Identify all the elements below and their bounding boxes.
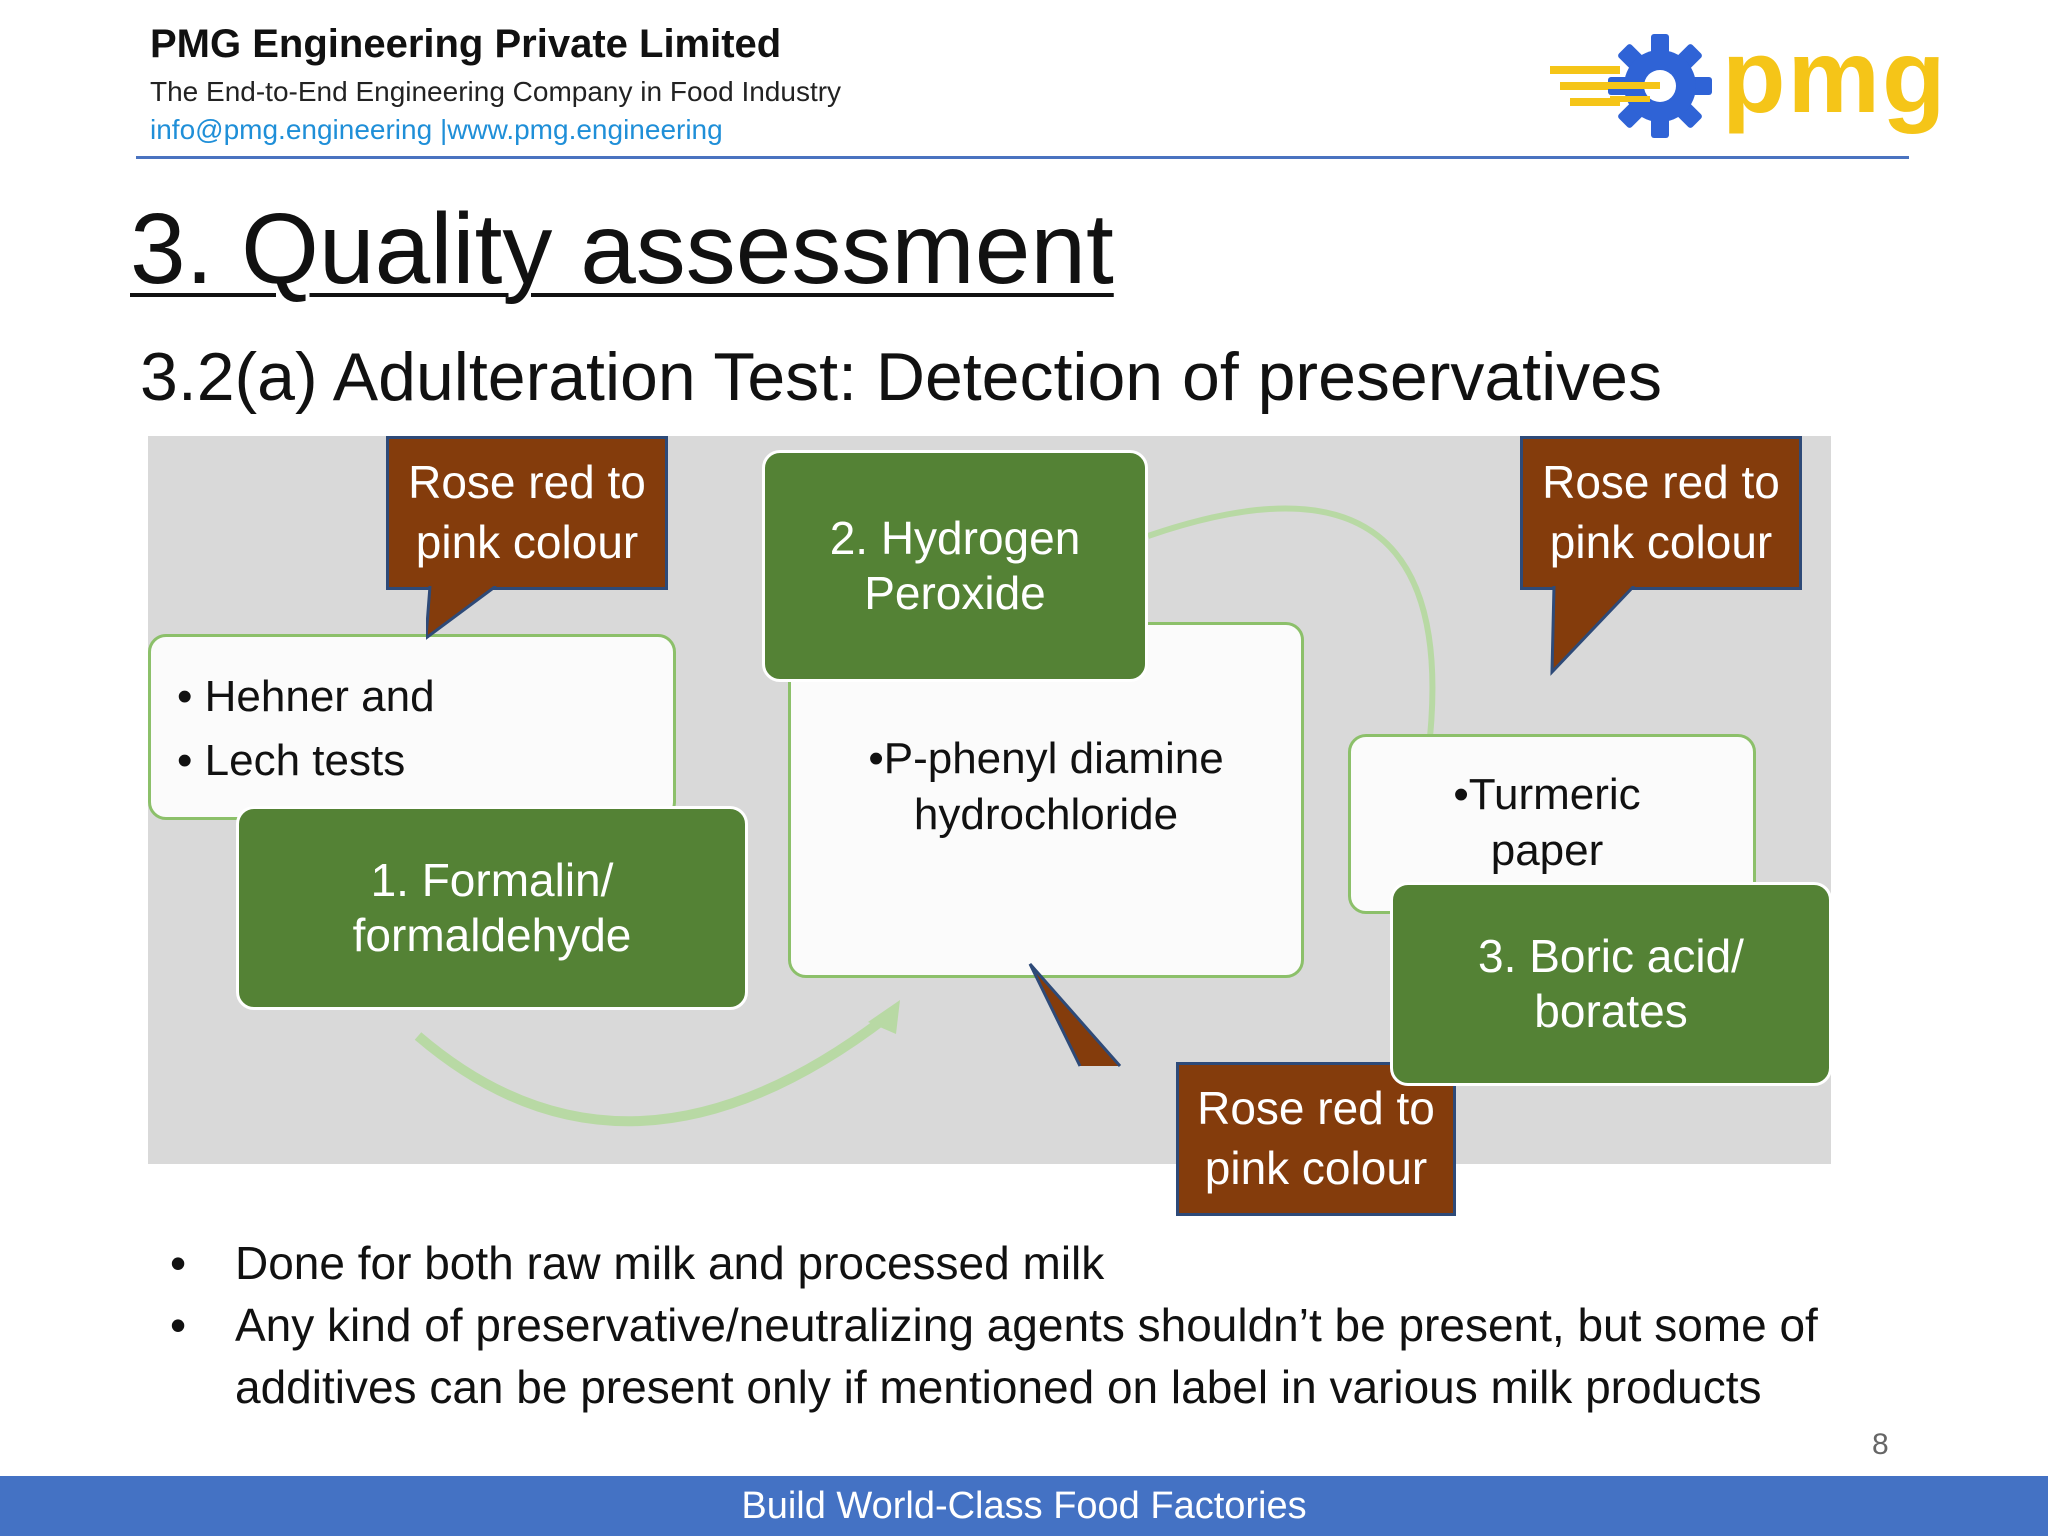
bullet-dot: • [170,1237,187,1289]
test3-result-line1: Rose red to [1542,456,1780,509]
bullet-text: Done for both raw milk and processed mil… [235,1237,1105,1289]
test1-name-line1: 1. Formalin/ [370,853,614,906]
pmg-logo: pmg [1550,19,1946,144]
test3-name-line2: borates [1534,985,1688,1037]
test2-name-line1: 2. Hydrogen [829,511,1081,564]
test1-name-box: 1. Formalin/ formaldehyde [236,806,748,1010]
test3-method-line1: •Turmeric [1453,770,1641,819]
list-item: • Done for both raw milk and processed m… [160,1232,1920,1294]
test1-method-line1: Hehner and [204,672,435,721]
page-number: 8 [1872,1428,1889,1461]
preservative-test-diagram: • Hehner and • Lech tests 1. Formalin/ f… [148,436,1832,1216]
company-name: PMG Engineering Private Limited [150,22,782,66]
logo-wordmark: pmg [1722,19,1948,135]
test1-method-box: • Hehner and • Lech tests [148,634,676,820]
test2-name-box: 2. Hydrogen Peroxide [762,450,1148,682]
bullet-dot: • [177,736,205,785]
callout-pointer [426,586,497,640]
test3-method-line2: paper [1490,826,1604,875]
slide-title: 3. Quality assessment [130,193,1114,305]
header-divider [136,156,1909,159]
test3-name-box: 3. Boric acid/ borates [1390,882,1832,1086]
test3-name-line1: 3. Boric acid/ [1478,929,1744,982]
list-item: • Any kind of preservative/neutralizing … [160,1294,1920,1418]
bullet-text: Any kind of preservative/neutralizing ag… [235,1299,1818,1351]
footer-banner: Build World-Class Food Factories [0,1476,2048,1536]
test1-name-line2: formaldehyde [352,909,632,961]
test1-result-line1: Rose red to [408,456,646,509]
cycle-arrows [414,505,1436,1127]
test2-method-line2: hydrochloride [913,790,1179,839]
contact-links[interactable]: info@pmg.engineering |www.pmg.engineerin… [150,114,723,145]
test2-method-line1: •P-phenyl diamine [868,734,1224,783]
gear-icon [1550,34,1712,138]
callout-pointer [1550,586,1636,676]
bullet-text: additives can be present only if mention… [235,1361,1762,1413]
company-tagline: The End-to-End Engineering Company in Fo… [150,76,842,107]
test1-method-line2: Lech tests [204,736,406,785]
bullet-dot: • [177,672,205,721]
test2-name-line2: Peroxide [864,567,1046,619]
test1-result-line2: pink colour [415,516,639,568]
slide-subtitle: 3.2(a) Adulteration Test: Detection of p… [140,339,1662,415]
callout-pointer [1028,963,1122,1067]
test3-result-line2: pink colour [1549,516,1773,568]
test2-result-line2: pink colour [1204,1142,1428,1194]
footer-text: Build World-Class Food Factories [741,1484,1307,1527]
bullet-dot: • [170,1299,187,1351]
notes-list: • Done for both raw milk and processed m… [160,1232,1920,1418]
test2-result-line1: Rose red to [1197,1082,1435,1135]
